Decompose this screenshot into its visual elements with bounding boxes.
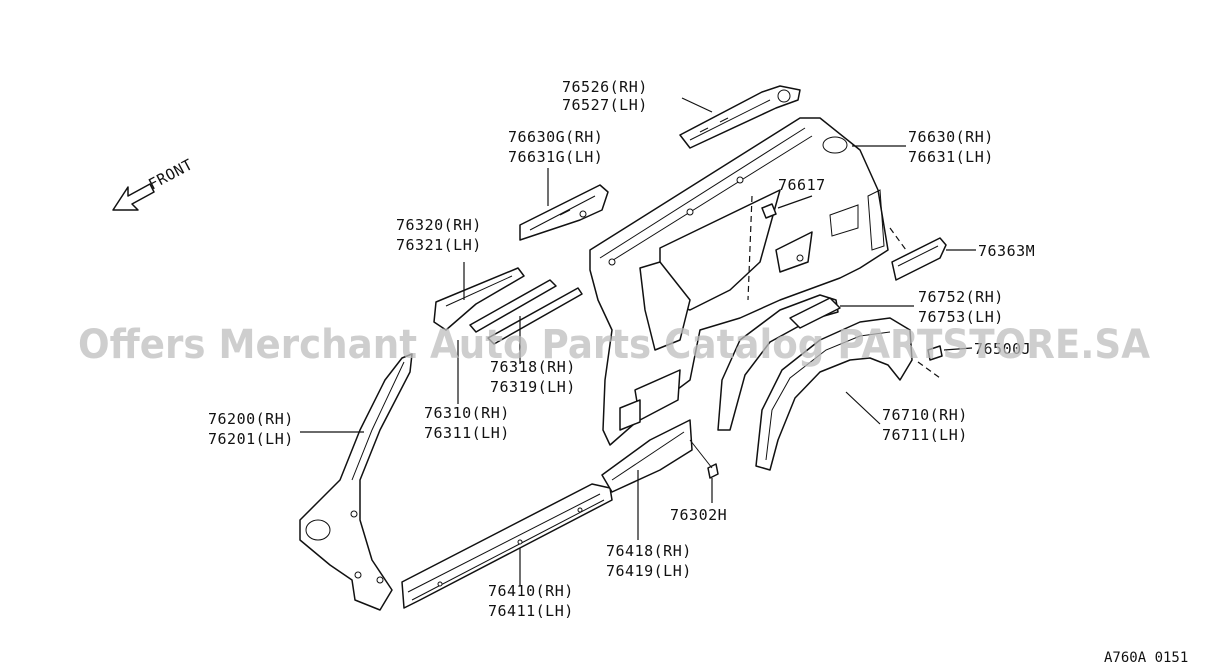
part-76752-wheelhouse — [717, 294, 841, 431]
callout-76617: 76617 — [778, 176, 826, 194]
front-label: FRONT — [145, 155, 196, 193]
part-76320 — [433, 267, 525, 331]
callout-76310-line1: 76310(RH) — [424, 404, 510, 422]
callout-76410-line1: 76410(RH) — [488, 582, 574, 600]
part-76526-rail — [679, 85, 801, 149]
callout-76200-line1: 76200(RH) — [208, 410, 294, 428]
callout-76320-line2: 76321(LH) — [396, 236, 482, 254]
callout-76320-line1: 76320(RH) — [396, 216, 482, 234]
front-direction-arrow: FRONT — [112, 155, 196, 211]
callout-76310-line2: 76311(LH) — [424, 424, 510, 442]
part-76318-strip — [469, 279, 583, 345]
diagram-code: A760A 0151 — [1104, 650, 1188, 666]
part-76500 — [917, 345, 943, 379]
callout-76418-line1: 76418(RH) — [606, 542, 692, 560]
part-76710-wheelarch — [755, 317, 913, 471]
callout-76630g-line2: 76631G(LH) — [508, 148, 603, 166]
callout-76500: 76500J — [974, 340, 1031, 358]
callout-76630g-line1: 76630G(RH) — [508, 128, 603, 146]
callout-76318-line2: 76319(LH) — [490, 378, 576, 396]
part-76630-body-side — [589, 117, 889, 446]
callout-76410-line2: 76411(LH) — [488, 602, 574, 620]
part-76630g-bracket — [519, 184, 609, 241]
callout-76630-line2: 76631(LH) — [908, 148, 994, 166]
callout-76630-line1: 76630(RH) — [908, 128, 994, 146]
callout-76526-line2: 76527(LH) — [562, 96, 648, 114]
part-76200-pillar — [299, 353, 413, 611]
part-76363m-bracket — [889, 227, 947, 281]
part-76302h-clip — [689, 439, 719, 479]
callout-76363m: 76363M — [978, 242, 1035, 260]
part-76410-sill — [401, 483, 613, 609]
callout-76302h: 76302H — [670, 506, 727, 524]
callout-76418-line2: 76419(LH) — [606, 562, 692, 580]
part-76617-clip — [747, 195, 777, 301]
callout-76710-line1: 76710(RH) — [882, 406, 968, 424]
callout-76752-line2: 76753(LH) — [918, 308, 1004, 326]
leader-lines — [300, 97, 976, 586]
callout-76200-line2: 76201(LH) — [208, 430, 294, 448]
part-76418-extension — [601, 419, 693, 493]
callout-76752-line1: 76752(RH) — [918, 288, 1004, 306]
callout-76710-line2: 76711(LH) — [882, 426, 968, 444]
watermark: Offers Merchant Auto Parts Catalog PARTS… — [78, 322, 1150, 368]
callout-76526-line1: 76526(RH) — [562, 78, 648, 96]
callout-76318-line1: 76318(RH) — [490, 358, 576, 376]
callout-labels: 76526(RH) 76527(LH) 76630G(RH) 76631G(LH… — [208, 78, 1035, 620]
